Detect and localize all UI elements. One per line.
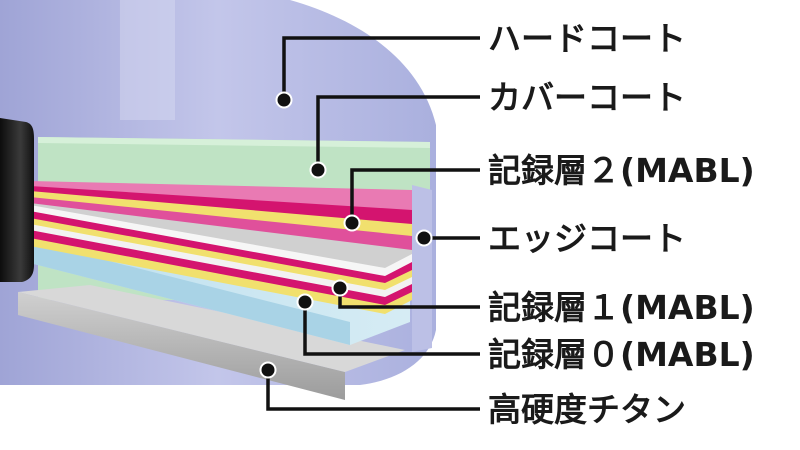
label-edge-coat: エッジコート bbox=[488, 219, 686, 258]
leader-cover-coat bbox=[316, 95, 480, 170]
dot-cover-coat bbox=[309, 161, 327, 179]
spindle bbox=[0, 118, 34, 282]
leader-layer-2 bbox=[350, 168, 480, 223]
hard-coat-highlight bbox=[120, 0, 175, 120]
dot-titanium bbox=[259, 361, 277, 379]
label-recording-layer-1: 記録層１(MABL) bbox=[488, 288, 755, 327]
leader-titanium bbox=[266, 370, 480, 411]
dot-hard-coat bbox=[275, 91, 293, 109]
dot-layer-0 bbox=[296, 293, 314, 311]
label-hard-coat: ハードコート bbox=[488, 19, 686, 58]
substrate-front bbox=[26, 240, 350, 345]
leader-hard-coat bbox=[282, 36, 480, 100]
recording-layer-2-top-pink bbox=[30, 181, 412, 210]
recording-layer-2-magenta bbox=[30, 185, 412, 224]
titanium-top-face bbox=[18, 285, 405, 372]
recording-layer-2-pink bbox=[30, 196, 412, 250]
recording-layer-2-yellow bbox=[30, 190, 412, 236]
label-titanium: 高硬度チタン bbox=[488, 390, 686, 429]
label-cover-coat: カバーコート bbox=[488, 78, 686, 117]
label-recording-layer-0: 記録層０(MABL) bbox=[488, 335, 755, 374]
dot-edge-coat bbox=[415, 229, 433, 247]
dot-layer-1 bbox=[331, 279, 349, 297]
edge-coat-layer bbox=[412, 185, 432, 352]
label-recording-layer-2: 記録層２(MABL) bbox=[488, 151, 755, 190]
cover-coat-edge bbox=[38, 137, 430, 148]
spacer-grey-shadow bbox=[30, 200, 412, 268]
dot-layer-2 bbox=[343, 214, 361, 232]
leader-layer-0 bbox=[303, 302, 480, 356]
